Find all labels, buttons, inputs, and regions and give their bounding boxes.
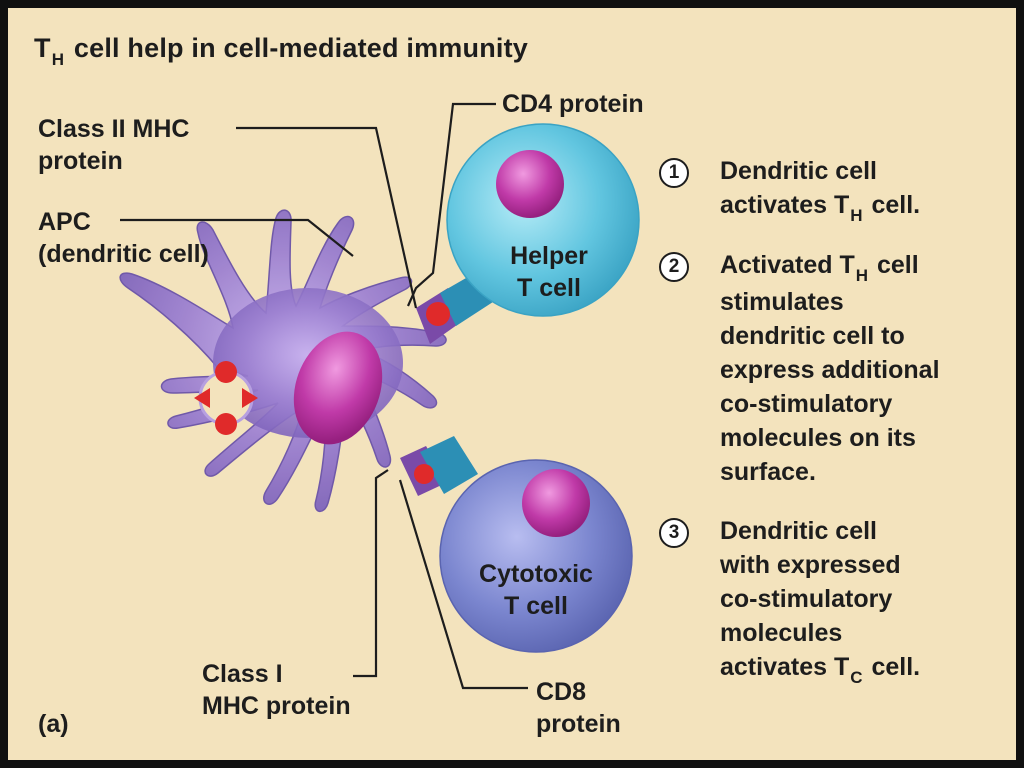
title-text: cell help in cell-mediated immunity bbox=[73, 33, 528, 63]
antigen-cluster bbox=[194, 361, 258, 435]
step-3-sub: C bbox=[850, 668, 863, 687]
step-2-line1-post: cell bbox=[877, 251, 919, 279]
label-class1-mhc: Class I MHC protein bbox=[202, 658, 351, 722]
step-2-line1-pre: Activated T bbox=[720, 251, 855, 279]
step-2-line5: co-stimulatory bbox=[720, 390, 893, 418]
label-helper-line2: T cell bbox=[517, 274, 581, 302]
title-t: T bbox=[34, 33, 51, 63]
label-cd8-protein: CD8 protein bbox=[536, 676, 621, 740]
title-subscript: H bbox=[51, 50, 65, 69]
step-2-sub: H bbox=[855, 266, 869, 285]
step-1-sub: H bbox=[850, 206, 863, 225]
helper-t-cell bbox=[446, 123, 640, 317]
cell-illustration bbox=[119, 102, 640, 690]
label-cd8-line1: CD8 bbox=[536, 678, 587, 706]
step-3-line5-post: cell. bbox=[871, 653, 921, 681]
helper-nucleus bbox=[496, 150, 564, 218]
step-1-text: Dendritic cell activates TH cell. bbox=[720, 154, 920, 225]
label-cd4-protein: CD4 protein bbox=[502, 90, 644, 118]
step-3-line3: co-stimulatory bbox=[720, 585, 893, 613]
step-3-line5-pre: activates T bbox=[720, 653, 850, 681]
leader-lines bbox=[120, 102, 528, 690]
leader-cd8 bbox=[398, 479, 528, 690]
label-cd8-line2: protein bbox=[536, 710, 621, 738]
step-1-line2-pre: activates T bbox=[720, 191, 850, 219]
label-helper-line1: Helper bbox=[510, 242, 588, 270]
step-2-line6: molecules on its bbox=[720, 424, 916, 452]
slide: TH cell help in cell-mediated immunity bbox=[8, 8, 1016, 760]
step-3-line1: Dendritic cell bbox=[720, 517, 877, 545]
label-cytotoxic-line1: Cytotoxic bbox=[479, 560, 593, 588]
cytotoxic-receptor-complex bbox=[400, 436, 478, 496]
label-apc-line2: (dendritic cell) bbox=[38, 240, 209, 268]
leader-cd4 bbox=[406, 102, 496, 307]
cytotoxic-t-cell bbox=[439, 459, 633, 653]
panel-label: (a) bbox=[38, 710, 69, 738]
label-class1-line1: Class I bbox=[202, 660, 283, 688]
label-class1-line2: MHC protein bbox=[202, 692, 351, 720]
step-3-line4: molecules bbox=[720, 619, 843, 647]
step-3-number: 3 bbox=[659, 518, 689, 548]
step-2-line1: Activated TH cell bbox=[720, 248, 940, 285]
step-3-line5: activates TC cell. bbox=[720, 650, 920, 687]
leader-apc bbox=[120, 218, 354, 257]
step-2-line7: surface. bbox=[720, 458, 816, 486]
label-apc-line1: APC bbox=[38, 208, 91, 236]
label-cytotoxic-t-cell: Cytotoxic T cell bbox=[456, 558, 616, 622]
step-2-line2: stimulates bbox=[720, 288, 844, 316]
label-cytotoxic-line2: T cell bbox=[504, 592, 568, 620]
step-2-text: Activated TH cell stimulates dendritic c… bbox=[720, 248, 940, 489]
step-3-line2: with expressed bbox=[720, 551, 901, 579]
label-apc: APC (dendritic cell) bbox=[38, 206, 209, 270]
leader-class1 bbox=[353, 469, 389, 678]
step-3-text: Dendritic cell with expressed co-stimula… bbox=[720, 514, 920, 687]
diagram-title: TH cell help in cell-mediated immunity bbox=[34, 32, 528, 69]
antigen-helper bbox=[426, 302, 450, 326]
step-2-number: 2 bbox=[659, 252, 689, 282]
dendritic-nucleus bbox=[293, 331, 383, 445]
leader-class2 bbox=[236, 126, 418, 309]
label-class2-line2: protein bbox=[38, 147, 123, 175]
label-class2-line1: Class II MHC bbox=[38, 115, 190, 143]
step-1-line2: activates TH cell. bbox=[720, 188, 920, 225]
antigen-cytotoxic bbox=[414, 464, 434, 484]
step-1-line2-post: cell. bbox=[871, 191, 921, 219]
step-1-number: 1 bbox=[659, 158, 689, 188]
step-1-line1: Dendritic cell bbox=[720, 157, 877, 185]
dendritic-cell bbox=[119, 209, 447, 512]
label-class2-mhc: Class II MHC protein bbox=[38, 113, 189, 177]
label-helper-t-cell: Helper T cell bbox=[494, 240, 604, 304]
step-2-line4: express additional bbox=[720, 356, 940, 384]
step-2-line3: dendritic cell to bbox=[720, 322, 905, 350]
cytotoxic-nucleus bbox=[522, 469, 590, 537]
